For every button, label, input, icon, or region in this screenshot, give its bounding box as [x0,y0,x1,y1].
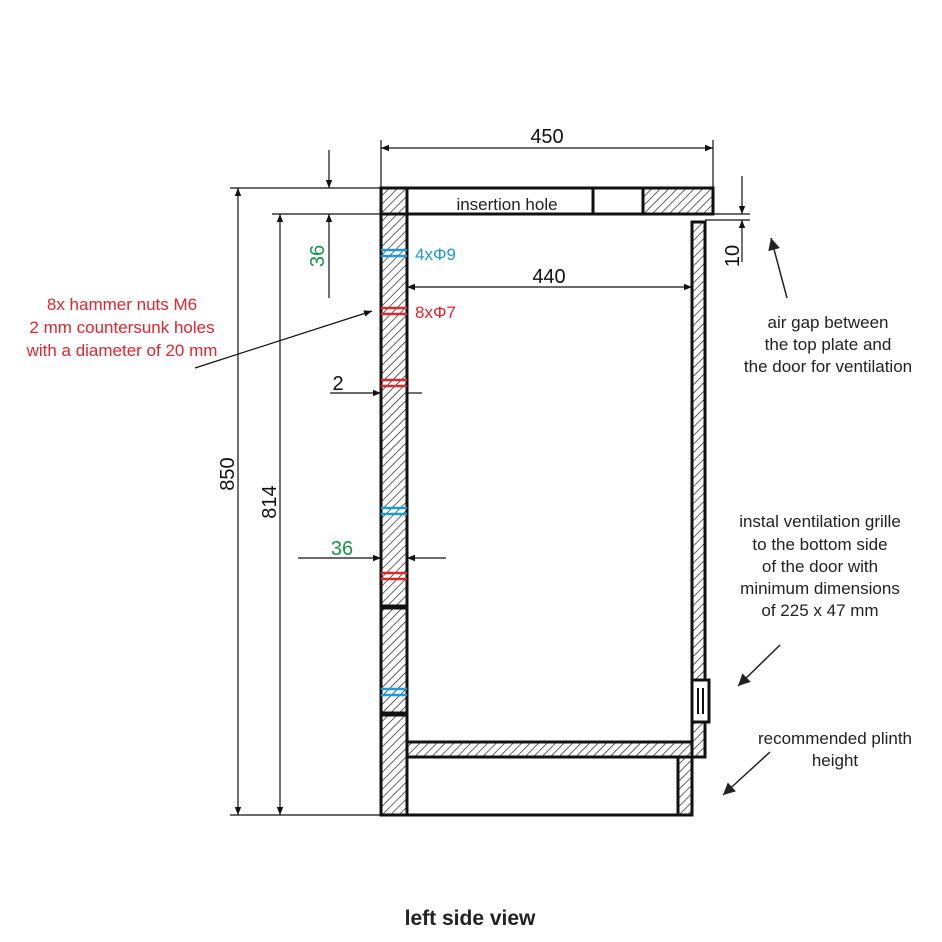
grille-note-line: minimum dimensions [740,579,900,598]
plinth-arrow [722,751,771,796]
blue-holes-label: 4xΦ9 [415,245,456,264]
grille-arrow [737,644,781,687]
red-holes-label: 8xΦ7 [415,303,456,322]
bottom-plate [405,740,694,759]
red-holes [381,306,407,581]
grille-note-line: to the bottom side [752,535,887,554]
plinth-panel [676,755,694,817]
plinth-note: recommended plinth height [758,729,912,770]
dim-2-label: 2 [332,373,343,395]
air-gap-arrow [768,237,788,299]
plinth-note-line: height [812,751,859,770]
red-note-line: 2 mm countersunk holes [29,318,214,337]
dim-814-label: 814 [259,485,281,518]
ventilation-grille [690,678,711,724]
blue-holes [381,248,407,697]
air-gap-note-line: the top plate and [765,335,892,354]
red-note-line: with a diameter of 20 mm [26,341,218,360]
insertion-hole-label: insertion hole [456,195,557,214]
top-plate-gap [591,186,645,216]
grille-note: instal ventilation grille to the bottom … [739,512,901,620]
red-note-leader [194,310,373,369]
dim-450-label: 450 [530,126,563,148]
insertion-hole [405,186,595,216]
dim-850-label: 850 [217,457,239,490]
caption: left side view [405,907,536,930]
air-gap-note: air gap between the top plate and the do… [744,313,912,376]
grille-note-line: of 225 x 47 mm [761,601,878,620]
grille-note-line: instal ventilation grille [739,512,901,531]
red-note: 8x hammer nuts M6 2 mm countersunk holes… [26,295,218,360]
door-panel [690,220,707,759]
grille-note-line: of the door with [762,557,878,576]
air-gap-note-line: air gap between [768,313,889,332]
top-plate-right-section [641,186,715,216]
plinth-note-line: recommended plinth [758,729,912,748]
air-gap-note-line: the door for ventilation [744,357,912,376]
top-plate-left-section [379,186,409,216]
dim-10-label: 10 [722,245,744,267]
red-note-line: 8x hammer nuts M6 [47,295,197,314]
dim-440-label: 440 [532,266,565,288]
dim-36-side-label: 36 [331,538,353,560]
dim-36-top-label: 36 [307,245,329,267]
